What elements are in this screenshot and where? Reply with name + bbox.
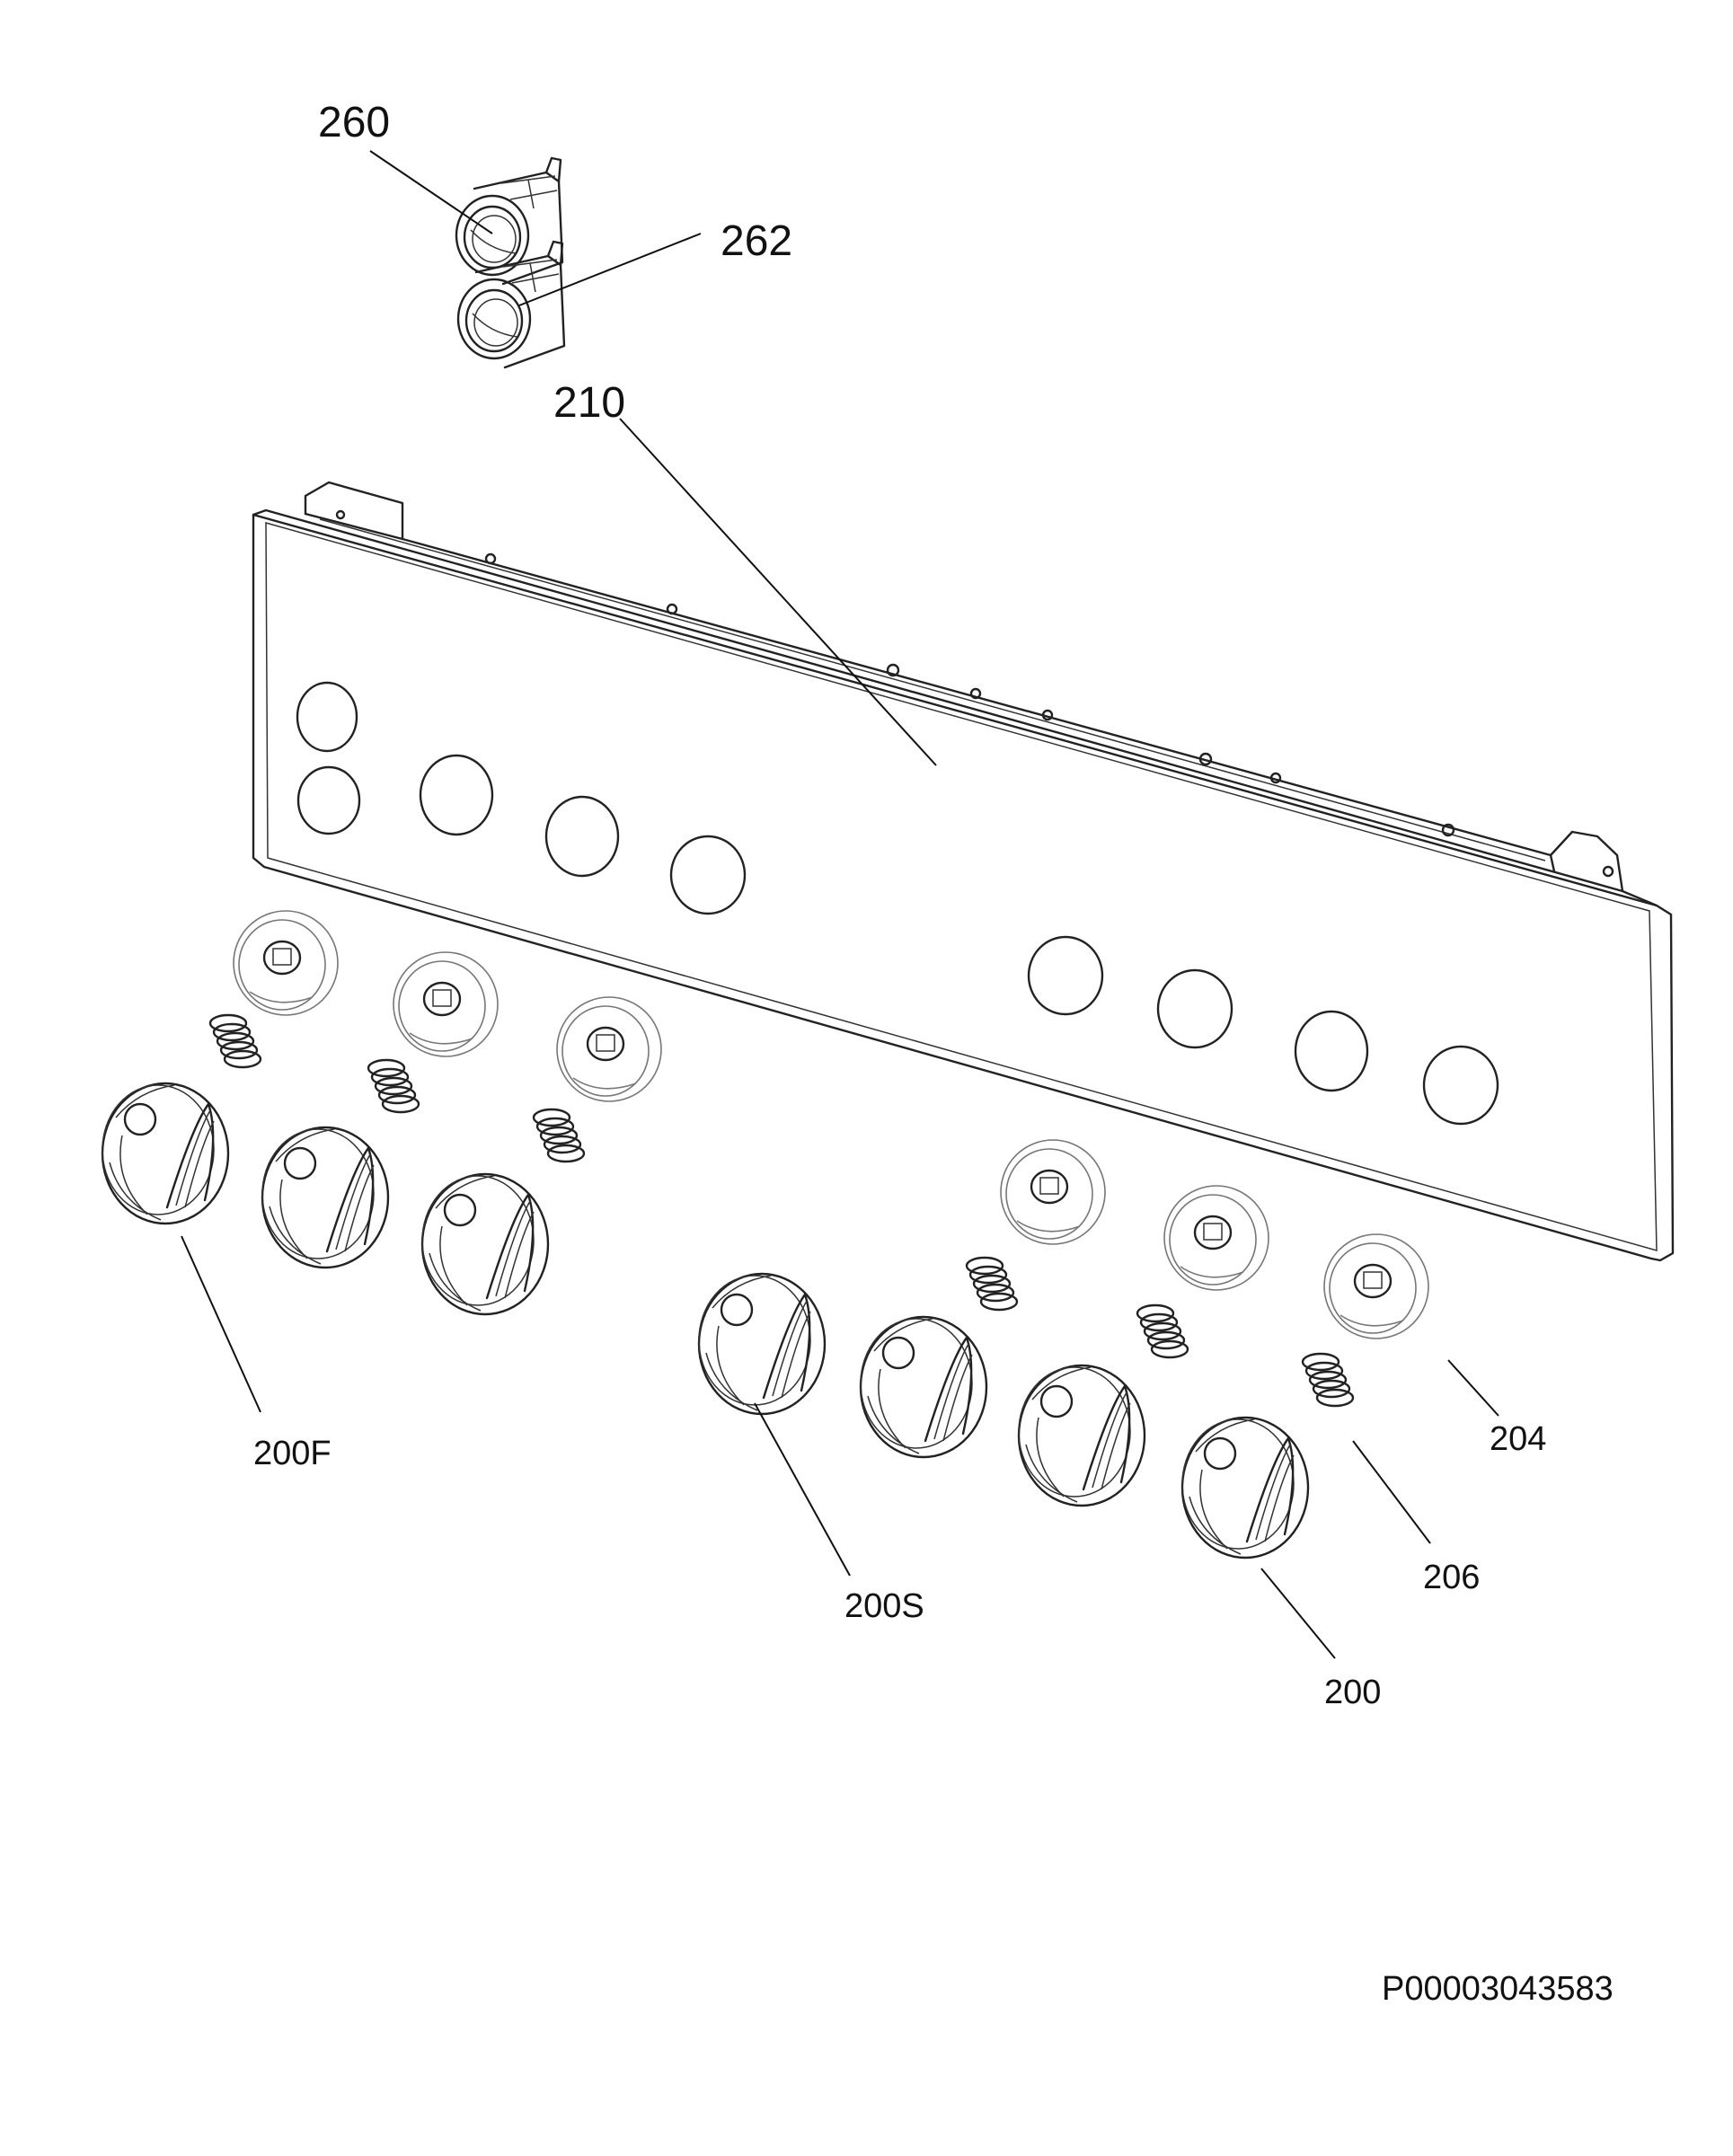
label-204: 204 (1490, 1420, 1546, 1458)
label-200: 200 (1324, 1674, 1381, 1711)
control-panel-210 (252, 481, 1675, 1262)
label-200F: 200F (253, 1435, 332, 1472)
label-206: 206 (1423, 1559, 1480, 1596)
bezel-ring-204 (232, 909, 1430, 1340)
label-200S: 200S (844, 1587, 924, 1625)
control-knob-200 (101, 1082, 1310, 1560)
label-262: 262 (721, 217, 792, 265)
document-code: P00003043583 (1382, 1970, 1614, 2008)
label-260: 260 (318, 99, 390, 146)
leader-lines (181, 150, 1499, 1659)
label-210: 210 (553, 379, 625, 427)
